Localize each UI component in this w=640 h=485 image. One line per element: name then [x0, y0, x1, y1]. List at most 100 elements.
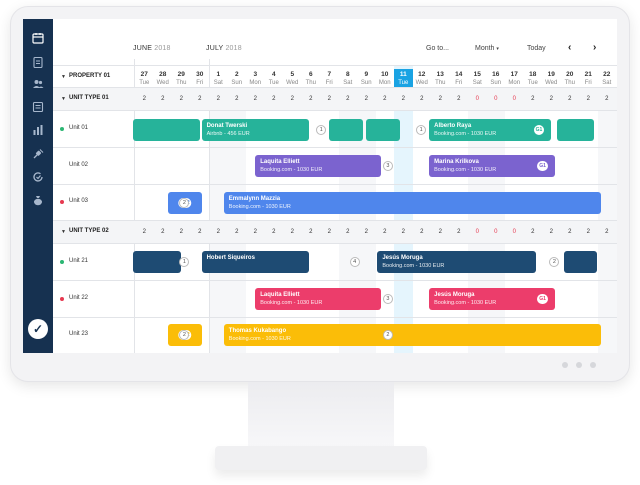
- view-select[interactable]: Month ▾: [475, 45, 499, 52]
- gap-count-badge[interactable]: 3: [382, 294, 393, 304]
- unit-label: Unit 23: [69, 331, 89, 337]
- next-arrow-icon[interactable]: ›: [593, 42, 597, 53]
- group-badge: G1: [537, 294, 548, 304]
- availability-count: 2: [383, 229, 387, 235]
- gap-count-badge[interactable]: 1: [416, 125, 427, 135]
- day-of-week: Sat: [343, 80, 353, 86]
- unit-type-label: UNIT TYPE 02: [69, 228, 109, 234]
- day-number: 19: [547, 71, 555, 78]
- goto-button[interactable]: Go to...: [426, 45, 449, 52]
- booking-block[interactable]: Hobert Siqueiros: [201, 251, 309, 273]
- users-icon[interactable]: [31, 77, 45, 91]
- prev-arrow-icon[interactable]: ‹: [568, 42, 572, 53]
- row-divider: [53, 243, 617, 244]
- availability-count: 2: [235, 229, 239, 235]
- gap-count-badge[interactable]: 2: [179, 198, 190, 208]
- money-bag-icon[interactable]: [31, 193, 45, 207]
- availability-count: 2: [253, 96, 257, 102]
- today-button[interactable]: Today: [527, 45, 546, 52]
- day-number: 9: [364, 71, 369, 78]
- availability-count: 2: [364, 229, 368, 235]
- booking-block[interactable]: [564, 251, 598, 273]
- booking-block[interactable]: [366, 119, 400, 141]
- plug-icon[interactable]: [31, 147, 45, 161]
- check-circle-icon[interactable]: ✓: [28, 319, 48, 339]
- collapse-arrow-icon[interactable]: ▼: [61, 74, 66, 80]
- row-divider: [53, 65, 617, 66]
- day-number: 6: [308, 71, 313, 78]
- availability-count: 2: [586, 229, 590, 235]
- day-of-week: Sat: [602, 80, 612, 86]
- availability-count: 2: [438, 229, 442, 235]
- availability-count: 2: [401, 96, 405, 102]
- gap-count-badge[interactable]: 1: [316, 125, 327, 135]
- availability-count: 2: [586, 96, 590, 102]
- collapse-arrow-icon[interactable]: ▼: [61, 96, 66, 102]
- bar-chart-icon[interactable]: [31, 123, 45, 137]
- availability-count: 2: [364, 96, 368, 102]
- report-icon[interactable]: [31, 100, 45, 114]
- unit-label: Unit 22: [69, 295, 89, 301]
- day-of-week: Sun: [490, 80, 502, 86]
- booking-block[interactable]: [133, 251, 182, 273]
- booking-block[interactable]: [556, 119, 594, 141]
- gap-count-badge[interactable]: 4: [349, 257, 360, 267]
- booking-guest: Emmalynn Mazzia: [228, 196, 281, 202]
- availability-count: 2: [327, 96, 331, 102]
- gap-count-badge[interactable]: 3: [382, 161, 393, 171]
- day-number: 30: [196, 71, 204, 78]
- availability-count: 2: [568, 229, 572, 235]
- day-number: 28: [159, 71, 167, 78]
- monitor-stand-neck: [248, 382, 394, 452]
- booking-source: Booking.com - 1030 EUR: [228, 204, 291, 210]
- availability-count: 2: [253, 229, 257, 235]
- gap-count-badge[interactable]: 1: [179, 257, 190, 267]
- booking-guest: Laquita Elliett: [260, 159, 300, 165]
- refresh-check-icon[interactable]: [31, 170, 45, 184]
- gap-count-badge[interactable]: 2: [382, 330, 393, 340]
- gap-count-badge[interactable]: 2: [549, 257, 560, 267]
- clipboard-icon[interactable]: [31, 55, 45, 69]
- row-divider: [53, 184, 617, 185]
- gap-count-badge[interactable]: 2: [179, 330, 190, 340]
- collapse-arrow-icon[interactable]: ▼: [61, 229, 66, 235]
- booking-block[interactable]: [133, 119, 200, 141]
- booking-block[interactable]: [329, 119, 363, 141]
- calendar-icon[interactable]: [31, 31, 45, 45]
